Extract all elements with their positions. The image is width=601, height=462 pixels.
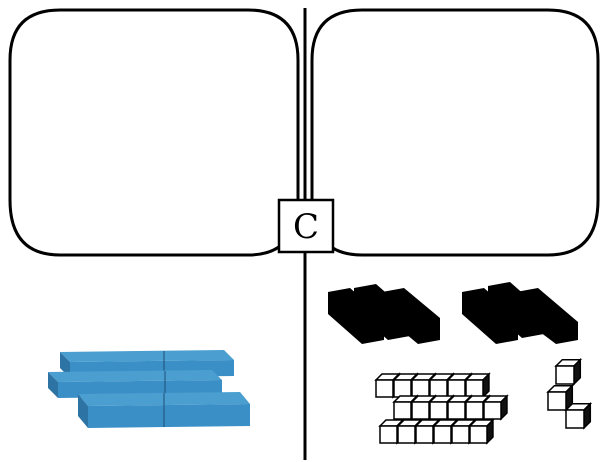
- black-rod-group-left: [328, 284, 440, 344]
- unit-cube: [556, 360, 580, 384]
- unit-cube: [466, 374, 489, 397]
- unit-cube-rows: [376, 374, 507, 443]
- right-workspace-frame: [312, 10, 598, 255]
- center-label-text: C: [293, 207, 319, 247]
- blue-rod-group: [48, 350, 250, 428]
- center-label: C: [279, 200, 333, 252]
- unit-cube-stack: [548, 360, 590, 428]
- blue-rod: [78, 392, 250, 428]
- black-rod-group-right: [462, 282, 578, 344]
- unit-cube: [470, 420, 493, 443]
- left-workspace-frame: [10, 10, 298, 255]
- unit-cube: [566, 404, 590, 428]
- unit-cube: [484, 396, 507, 419]
